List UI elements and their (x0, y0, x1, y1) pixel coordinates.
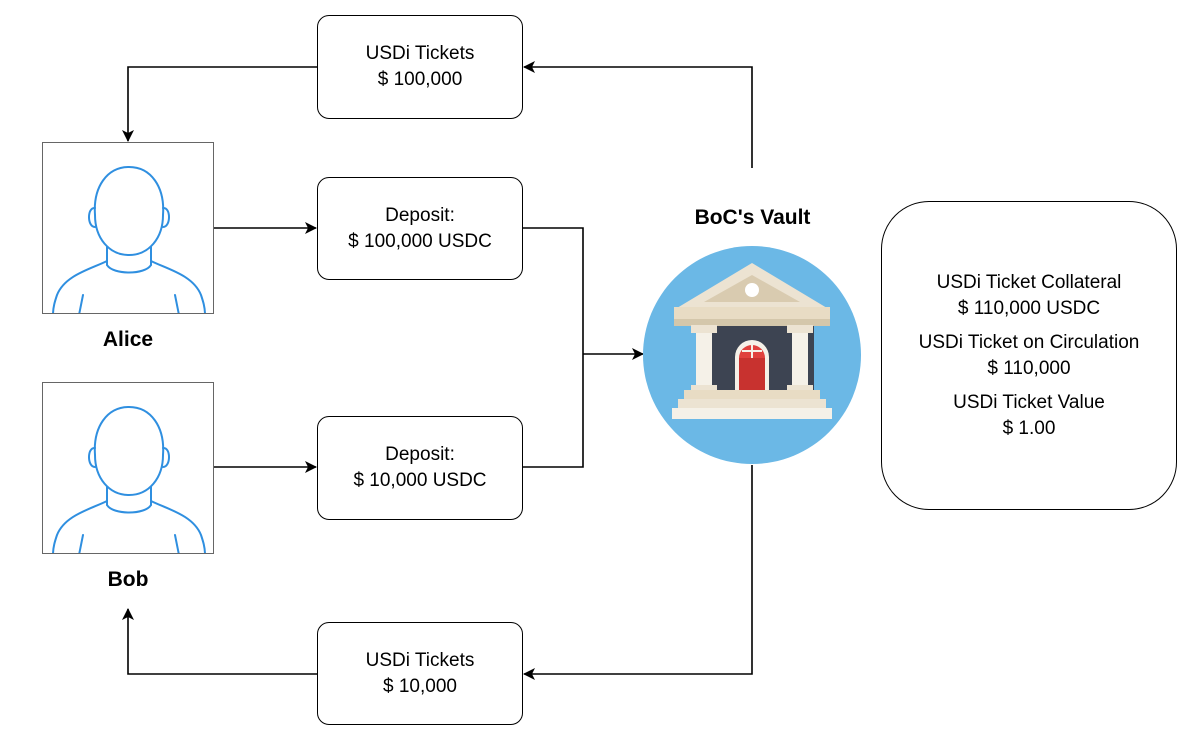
alice-tickets-box: USDi Tickets $ 100,000 (317, 15, 523, 119)
person-icon (52, 406, 206, 553)
circulation-info: USDi Ticket on Circulation $ 110,000 (919, 330, 1140, 382)
alice-deposit-amount: $ 100,000 USDC (348, 230, 492, 252)
bob-deposit-amount: $ 10,000 USDC (353, 470, 487, 491)
ticket-value-label: USDi Ticket Value (953, 391, 1105, 413)
alice-tickets-amount: $ 100,000 (377, 69, 463, 90)
collateral-value: $ 110,000 USDC (957, 297, 1101, 319)
bob-tickets-label: USDi Tickets (365, 649, 475, 671)
bank-vault-icon (643, 246, 861, 464)
alice-name: Alice (102, 328, 154, 351)
ticket-info-panel: USDi Ticket Collateral $ 110,000 USDC US… (881, 201, 1177, 510)
ticket-value-info: USDi Ticket Value $ 1.00 (953, 390, 1105, 442)
bob-deposit-label: Deposit: (385, 444, 455, 465)
ticket-value-value: $ 1.00 (1002, 417, 1056, 439)
vault-title: BoC's Vault (694, 206, 811, 229)
bob-tickets-to-bob-arrow (122, 608, 317, 675)
circulation-label: USDi Ticket on Circulation (918, 331, 1140, 353)
alice-tickets-label: USDi Tickets (365, 43, 475, 64)
alice-deposit-box: Deposit: $ 100,000 USDC (317, 177, 523, 280)
alice-tickets-to-alice-arrow (122, 66, 317, 142)
vault-to-alice-tickets-arrow (523, 61, 753, 168)
bob-avatar-frame (42, 382, 214, 554)
bob-name: Bob (107, 568, 149, 591)
alice-deposit-line (523, 227, 584, 468)
circulation-value: $ 110,000 (987, 357, 1071, 379)
bob-deposit-box: Deposit: $ 10,000 USDC (317, 416, 523, 520)
collateral-label: USDi Ticket Collateral (936, 271, 1122, 293)
person-icon (52, 166, 206, 313)
alice-deposit-label: Deposit: (385, 204, 455, 226)
bob-tickets-amount: $ 10,000 (383, 675, 457, 697)
alice-avatar-frame (42, 142, 214, 314)
vault-to-bob-tickets-arrow (523, 465, 753, 680)
collateral-info: USDi Ticket Collateral $ 110,000 USDC (937, 270, 1122, 322)
bob-tickets-box: USDi Tickets $ 10,000 (317, 622, 523, 725)
